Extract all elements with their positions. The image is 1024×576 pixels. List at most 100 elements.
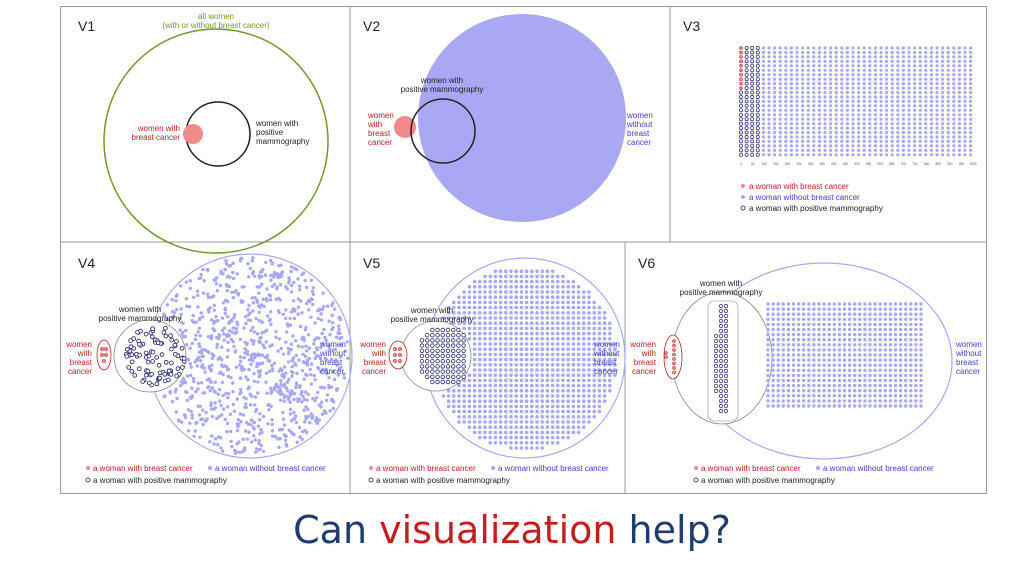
without-cancer-dot xyxy=(279,428,283,432)
without-cancer-dot xyxy=(834,113,838,117)
without-cancer-dot xyxy=(556,337,560,341)
without-cancer-dot xyxy=(509,290,513,294)
without-cancer-dot xyxy=(806,86,810,90)
without-cancer-dot xyxy=(914,332,918,337)
without-cancer-dot xyxy=(249,423,253,427)
mammo-dot xyxy=(430,353,435,359)
mammo-dot xyxy=(145,368,151,374)
without-cancer-dot xyxy=(524,342,529,346)
without-cancer-dot xyxy=(829,55,833,59)
legend-without-text: a woman without breast cancer xyxy=(749,193,860,202)
without-cancer-dot xyxy=(913,68,917,72)
without-cancer-dot xyxy=(817,343,821,347)
mammo-dot xyxy=(440,364,446,369)
without-cancer-dot xyxy=(919,343,923,347)
mammo-label-line1: women with xyxy=(255,119,298,128)
without-cancer-dot xyxy=(893,312,898,316)
without-cancer-dot xyxy=(862,117,866,121)
without-cancer-dot xyxy=(238,450,242,454)
mammo-dot xyxy=(723,333,729,339)
without-cancer-dot xyxy=(901,50,906,55)
cancer-label-line4: cancer xyxy=(68,367,92,376)
mammo-dot xyxy=(750,112,755,117)
without-cancer-dot xyxy=(767,68,771,72)
without-cancer-dot xyxy=(907,122,911,126)
without-cancer-dot xyxy=(862,73,866,77)
without-cancer-dot xyxy=(283,438,288,443)
without-cancer-dot xyxy=(225,365,229,369)
without-cancer-dot xyxy=(873,394,877,398)
without-cancer-dot xyxy=(566,316,570,320)
without-cancer-dot xyxy=(457,394,461,398)
without-cancer-dot xyxy=(957,82,962,86)
without-cancer-dot xyxy=(847,399,852,403)
without-cancer-dot xyxy=(946,122,950,126)
without-cancer-dot xyxy=(251,359,255,363)
without-cancer-dot xyxy=(215,416,219,421)
without-cancer-dot xyxy=(789,104,794,108)
without-cancer-dot xyxy=(771,343,775,347)
without-cancer-dot xyxy=(514,378,518,383)
without-cancer-dot xyxy=(196,293,200,297)
without-cancer-dot xyxy=(842,353,847,357)
without-cancer-dot xyxy=(873,90,878,95)
without-cancer-dot xyxy=(786,317,791,321)
without-cancer-dot xyxy=(488,404,493,409)
without-cancer-dot xyxy=(796,302,801,306)
mammo-dot xyxy=(723,328,729,334)
without-cancer-dot xyxy=(957,95,962,99)
without-cancer-dot xyxy=(322,305,326,309)
without-cancer-dot xyxy=(857,90,861,95)
without-cancer-dot xyxy=(853,317,857,321)
without-cancer-dot xyxy=(483,285,487,289)
without-cancer-dot xyxy=(946,130,950,135)
without-cancer-dot xyxy=(847,332,852,337)
without-cancer-dot xyxy=(233,451,238,455)
without-cancer-dot xyxy=(823,50,827,55)
without-cancer-dot xyxy=(530,394,534,398)
without-cancer-dot xyxy=(566,383,570,388)
without-cancer-dot xyxy=(778,82,782,86)
without-cancer-dot xyxy=(545,300,550,305)
cancer-dot xyxy=(739,55,743,59)
without-label-line3: breast xyxy=(956,358,979,367)
without-cancer-dot xyxy=(571,383,576,388)
without-cancer-dot xyxy=(778,148,782,152)
without-cancer-dot xyxy=(817,135,822,139)
without-cancer-dot xyxy=(868,68,872,72)
cancer-dot xyxy=(739,64,743,68)
without-cancer-dot xyxy=(807,322,811,327)
without-cancer-dot xyxy=(919,383,923,388)
without-cancer-dot xyxy=(806,108,810,112)
without-cancer-dot xyxy=(796,404,801,408)
without-cancer-dot xyxy=(913,73,917,77)
without-cancer-dot xyxy=(223,311,227,316)
mammo-dot xyxy=(713,338,719,344)
without-cancer-dot xyxy=(893,317,898,321)
without-cancer-dot xyxy=(879,86,883,90)
without-cancer-dot xyxy=(845,148,850,152)
without-cancer-dot xyxy=(832,353,836,357)
without-cancer-dot xyxy=(188,305,192,309)
without-cancer-dot xyxy=(292,280,296,285)
without-cancer-dot xyxy=(441,394,446,398)
without-cancer-dot xyxy=(540,290,544,294)
without-cancer-dot xyxy=(883,327,887,332)
without-cancer-dot xyxy=(969,126,973,130)
without-cancer-dot xyxy=(924,77,928,81)
without-cancer-dot xyxy=(885,77,889,81)
without-cancer-dot xyxy=(791,317,796,321)
mammo-dot xyxy=(430,343,435,348)
without-cancer-dot xyxy=(781,389,785,393)
without-cancer-dot xyxy=(587,311,591,315)
without-cancer-dot xyxy=(829,77,833,81)
without-cancer-dot xyxy=(888,332,893,337)
without-cancer-dot xyxy=(602,331,607,336)
mammo-dot xyxy=(755,117,760,122)
without-cancer-dot xyxy=(853,322,857,327)
without-cancer-dot xyxy=(909,348,913,352)
without-cancer-dot xyxy=(778,59,782,64)
without-cancer-dot xyxy=(904,353,908,357)
without-cancer-dot xyxy=(514,373,518,378)
without-cancer-dot xyxy=(530,290,534,294)
